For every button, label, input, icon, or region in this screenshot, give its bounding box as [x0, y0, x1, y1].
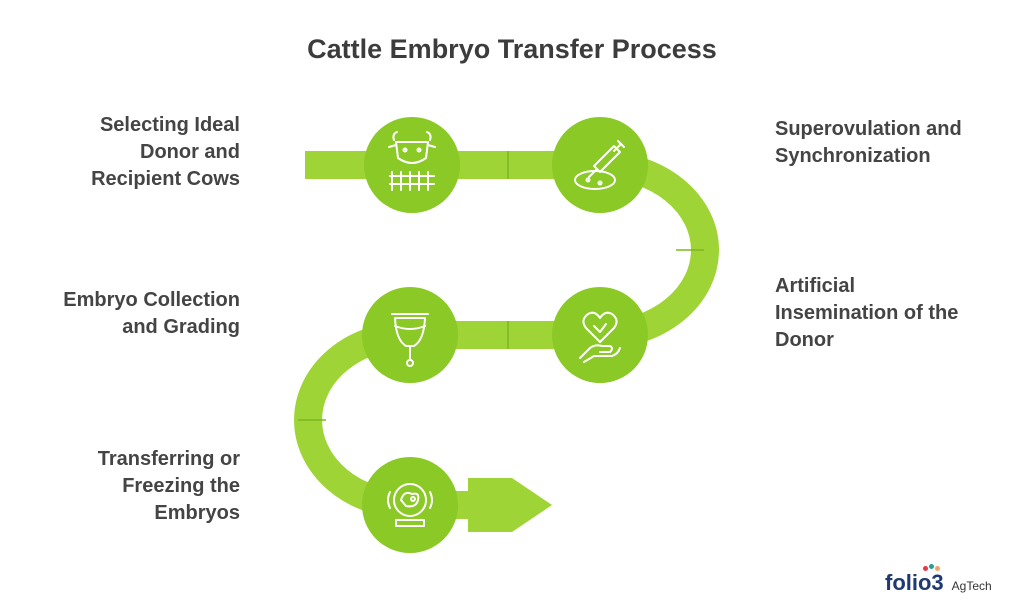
logo-dots — [923, 564, 943, 574]
logo-brand-text: folio3 — [885, 570, 944, 595]
step-node-3 — [552, 287, 648, 383]
step-node-2 — [552, 117, 648, 213]
cow-fence-icon — [388, 131, 436, 191]
syringe-petri-dish-icon — [574, 140, 625, 190]
step-node-4 — [362, 287, 458, 383]
brand-logo: folio3 AgTech — [885, 564, 992, 595]
serpentine-path — [294, 151, 719, 532]
collection-cup-icon — [391, 313, 429, 367]
step-label-5: Transferring or Freezing the Embryos — [97, 448, 240, 524]
step-node-5 — [362, 457, 458, 553]
heart-in-hand-icon — [579, 311, 621, 363]
logo-wordmark: folio3 — [885, 564, 944, 595]
step-label-4: Embryo Collection and Grading — [63, 289, 240, 338]
logo-subtext: AgTech — [951, 579, 992, 593]
step-label-2: Superovulation and Synchronization — [775, 118, 962, 167]
step-label-3: Artificial Insemination of the Donor — [775, 275, 959, 351]
page-title: Cattle Embryo Transfer Process — [307, 34, 717, 64]
path-dividers — [298, 151, 704, 421]
step-label-1: Selecting Ideal Donor and Recipient Cows — [91, 114, 240, 190]
step-node-1 — [364, 117, 460, 213]
embryo-globe-icon — [387, 483, 433, 527]
